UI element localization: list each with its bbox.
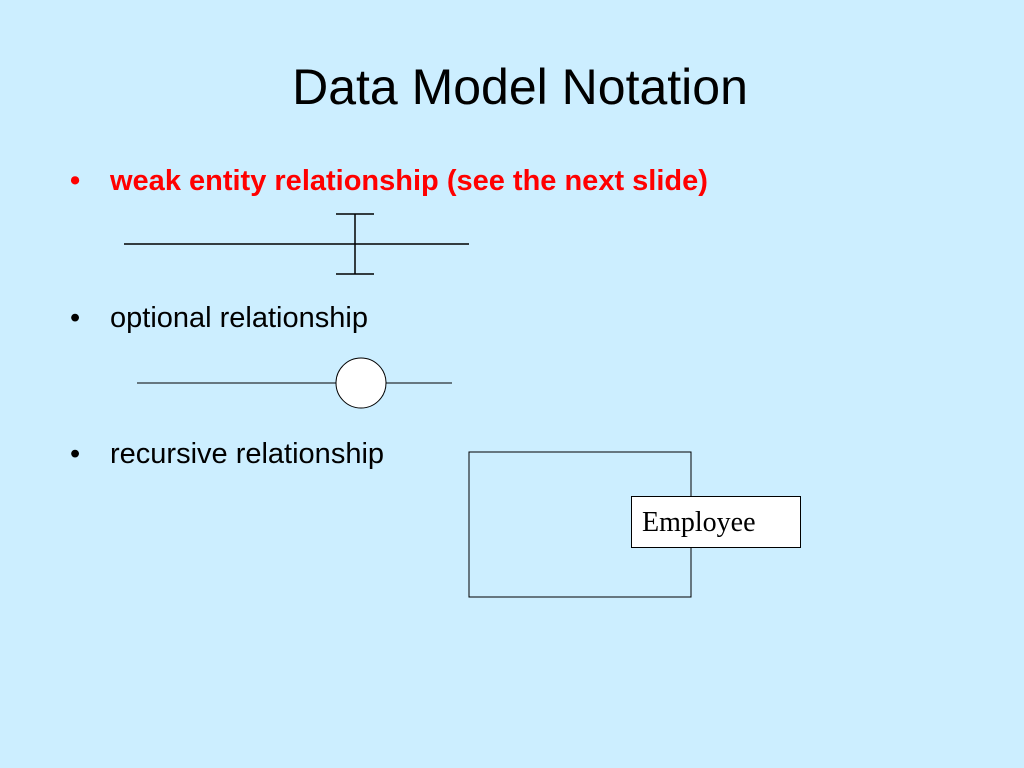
bullet-text-weak-entity: weak entity relationship (see the next s… [110, 165, 708, 197]
bullet-recursive: • recursive relationship [70, 437, 384, 471]
bullet-text-optional: optional relationship [110, 302, 368, 334]
bullet-marker: • [70, 302, 81, 334]
bullet-marker: • [70, 165, 81, 197]
bullet-weak-entity: • weak entity relationship (see the next … [70, 164, 708, 198]
slide-title: Data Model Notation [292, 59, 748, 115]
bullet-marker: • [70, 438, 81, 470]
bullet-optional: • optional relationship [70, 301, 368, 335]
bullet-text-recursive: recursive relationship [110, 438, 385, 470]
weak-entity-symbol [124, 213, 469, 275]
employee-entity-box: Employee [631, 496, 801, 548]
optional-circle [335, 357, 387, 409]
optional-symbol [137, 357, 452, 409]
